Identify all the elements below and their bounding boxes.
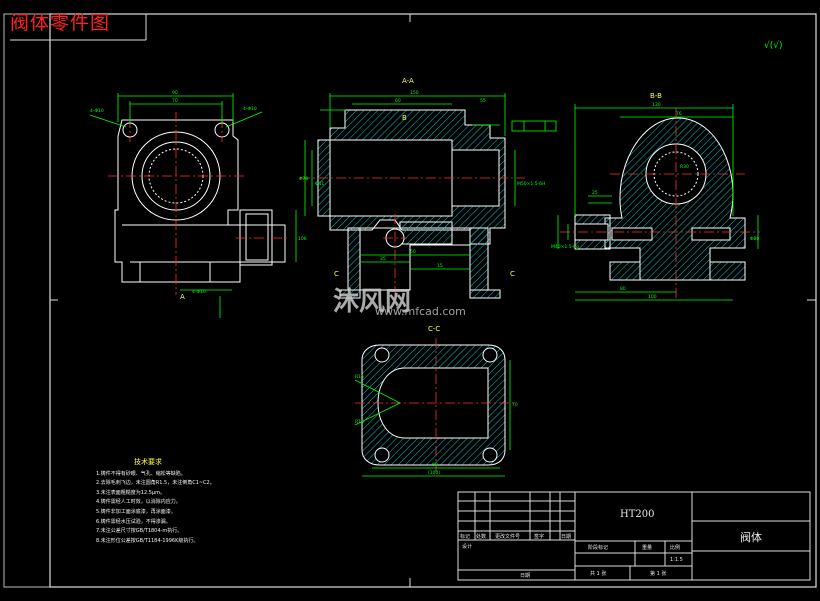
watermark-brand: 沐风网 — [333, 287, 412, 317]
tb-stage: 阶段标记 — [588, 545, 609, 551]
cc-centerlines — [355, 338, 515, 472]
svg-labels: √(√) A-A B-B C-C A B C C 90 70 4-Φ10 4-Φ… — [90, 40, 783, 476]
tech-line: 1.铸件不得有砂眼、气孔、缩松等缺陷。 — [96, 470, 186, 477]
surface-roughness-symbol: √(√) — [764, 40, 783, 51]
dim-cc-outer: (100) — [428, 470, 440, 476]
material-label: HT200 — [620, 509, 655, 520]
section-aa-title: A-A — [402, 77, 414, 85]
marker-c-left: C — [334, 270, 339, 278]
dim-aa-bottom2: 35 — [380, 256, 386, 262]
dim-aa-total: 150 — [410, 90, 419, 96]
dim-bb-bottom2: 100 — [648, 294, 657, 300]
watermark-url: www.mfcad.com — [375, 305, 466, 318]
tb-row-date: 日期 — [561, 534, 572, 540]
dim-aa-bottom3: 15 — [437, 263, 443, 269]
tech-line: 8.未注形位公差按GB/T1184-1996K级执行。 — [96, 537, 199, 544]
cc-dims — [354, 360, 511, 477]
dim-bb-left-thread: M40×1.5-6g — [551, 244, 579, 250]
dim-front-hole-right: 4-Φ10 — [243, 106, 257, 112]
tech-line: 3.未注表面粗糙度为12.5μm。 — [96, 489, 165, 496]
dim-bb-bottom1: 80 — [620, 286, 626, 292]
tb-designer: 设计 — [462, 544, 473, 550]
tech-line: 6.铸件需经水压试验，不得渗漏。 — [96, 518, 171, 525]
dim-front-width-top: 90 — [172, 90, 178, 96]
drawing-title: 阀体零件图 — [10, 12, 111, 34]
tb-approve-date: 日期 — [520, 573, 531, 579]
front-centerlines — [108, 112, 290, 295]
dim-bb-side: Φ80 — [750, 236, 759, 242]
tb-row-marks: 标记 — [460, 534, 471, 540]
dim-aa-sub1: 60 — [395, 98, 401, 104]
marker-a-front: A — [180, 293, 185, 301]
marker-c-right: C — [510, 270, 515, 278]
tb-sheets: 共 1 张 — [590, 571, 607, 577]
bb-dims — [557, 104, 759, 301]
dim-front-width-inner: 70 — [172, 98, 178, 104]
tb-scale-label: 比例 — [670, 545, 681, 551]
section-cc — [361, 344, 506, 466]
dim-aa-mid: Φ41 — [315, 181, 324, 187]
front-view — [114, 119, 286, 283]
tb-scale: 1:1.5 — [670, 557, 683, 563]
bb-centerlines — [560, 108, 760, 300]
dim-bb-right: 76 — [676, 111, 682, 117]
tech-line: 5.铸件非加工面涂底漆，再涂面漆。 — [96, 508, 176, 515]
title-block-grid — [457, 491, 811, 581]
tech-title: 技术要求 — [134, 458, 162, 466]
dim-aa-bottom1: 50 — [410, 249, 416, 255]
dim-cc-inner: 60 — [432, 462, 438, 468]
tb-row-sign: 签字 — [534, 534, 545, 540]
tech-line: 2.去除毛刺飞边，未注圆角R1.5，未注倒角C1~C2。 — [96, 480, 215, 487]
dim-cc-r2: R16 — [355, 419, 364, 425]
tb-row-doc: 更改文件号 — [495, 534, 521, 540]
tb-row-count: 处数 — [476, 534, 487, 540]
tech-line: 7.未注公差尺寸按GB/T1804-m执行。 — [96, 528, 183, 535]
section-cc-title: C-C — [428, 325, 440, 333]
dim-bb-radius: R30 — [680, 164, 689, 170]
dim-front-bottom: 4-Φ10 — [192, 289, 206, 295]
tech-line: 4.铸件需经人工时效，以消除内应力。 — [96, 499, 181, 506]
dim-front-height: 106 — [298, 236, 307, 242]
dim-bb-mid: 25 — [592, 190, 598, 196]
technical-requirements: 技术要求 1.铸件不得有砂眼、气孔、缩松等缺陷。 2.去除毛刺飞边，未注圆角R1… — [96, 458, 215, 546]
tb-sheet: 第 1 张 — [650, 571, 667, 577]
part-name: 阀体 — [740, 531, 762, 544]
dim-aa-right-thread: M50×1.5-6H — [517, 181, 545, 187]
marker-b: B — [402, 114, 407, 122]
section-bb — [574, 117, 746, 281]
dim-cc-h: 70 — [512, 402, 518, 408]
aa-centerlines — [300, 177, 525, 300]
section-aa — [317, 109, 506, 299]
section-bb-title: B-B — [650, 92, 662, 100]
dim-front-hole-left: 4-Φ10 — [90, 108, 104, 114]
front-dims — [89, 93, 297, 318]
dim-aa-sub2: 55 — [480, 98, 486, 104]
dim-bb-total: 130 — [652, 102, 661, 108]
tb-weight: 重量 — [642, 545, 653, 551]
dim-aa-left-height: Φ78 — [299, 176, 308, 182]
dim-cc-r1: R15 — [355, 374, 364, 380]
aa-dims — [304, 93, 557, 270]
